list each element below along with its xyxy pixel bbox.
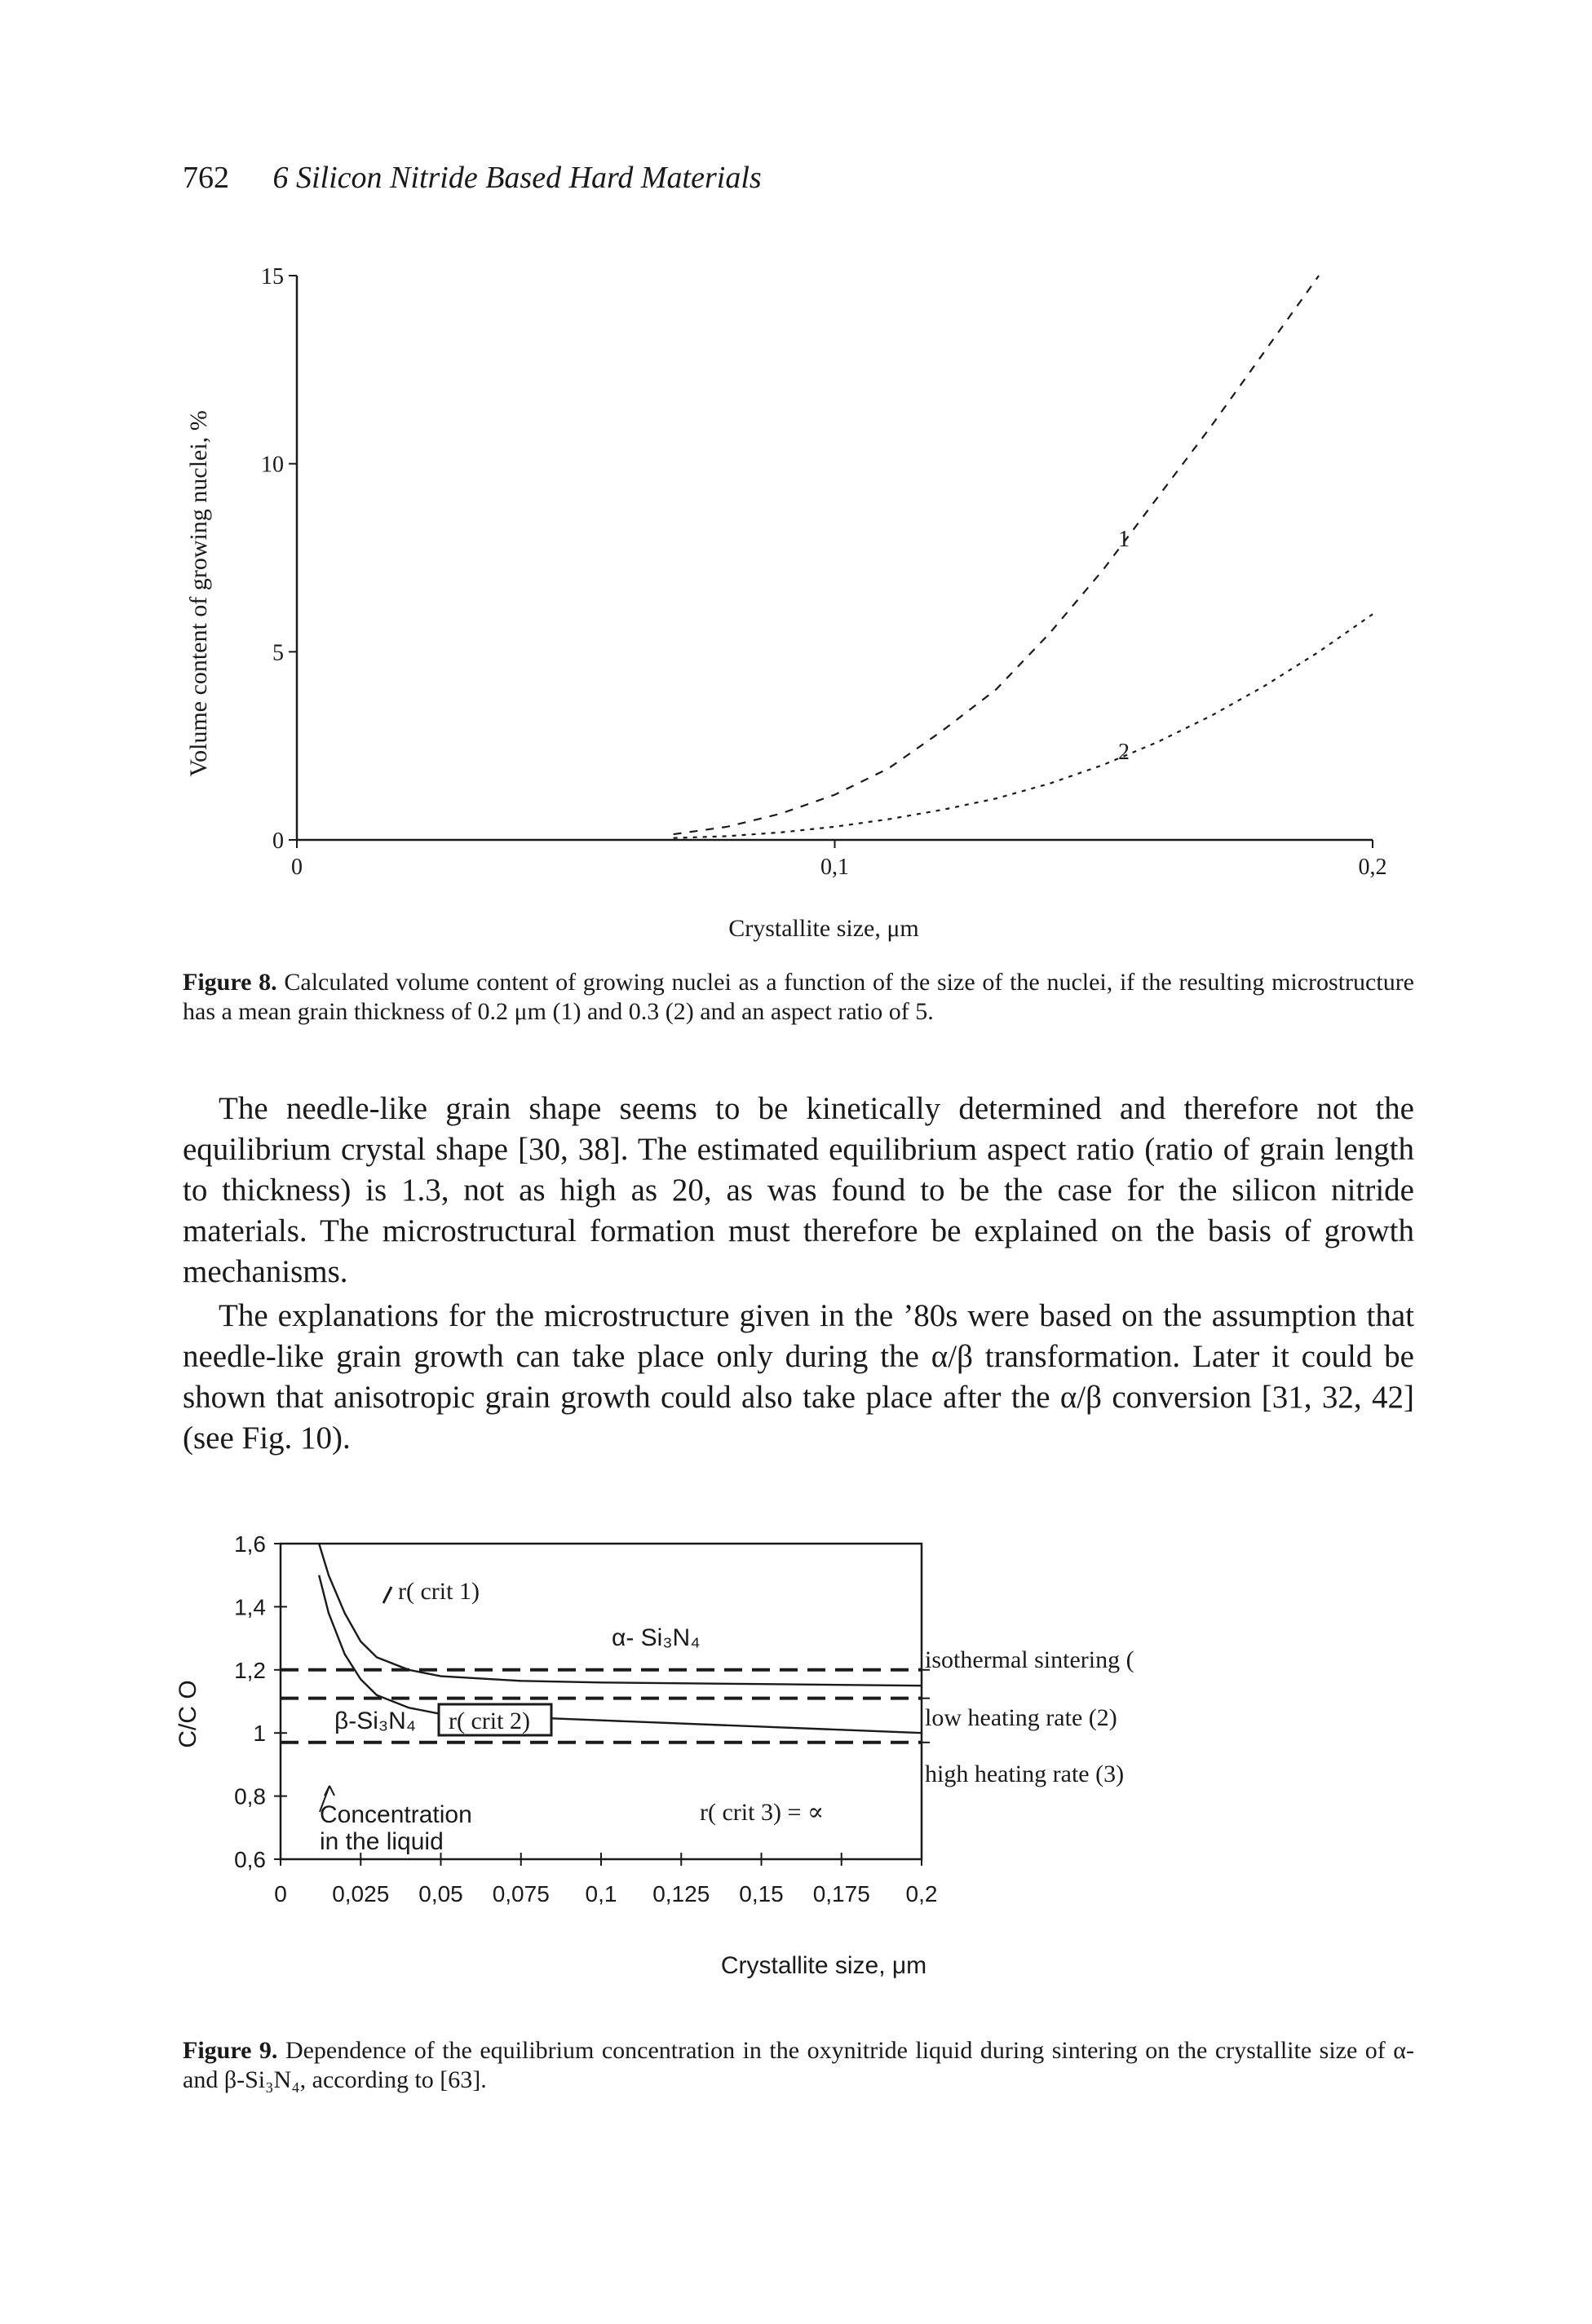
fig9-y-tick-label: 1 [253,1721,266,1746]
fig9-rcrit3-label: r( crit 3) = ∝ [700,1799,824,1826]
fig9-rcrit2-box [437,1703,553,1737]
fig9-series-line [317,1575,922,1734]
fig8-series-1-line [673,275,1320,836]
fig8-curve-2-label: 2 [1118,740,1130,765]
fig9-rcrit2-label: r( crit 2) [449,1708,530,1734]
fig9-x-tick-label: 0,1 [586,1881,617,1906]
fig8-series-2-line [673,613,1373,839]
fig8-x-tick-label: 0,1 [820,855,849,880]
fig9-beta-label: β-Si₃N₄ [334,1708,416,1734]
body-text: The needle-like grain shape seems to be … [183,1089,1414,1462]
fig9-y-tick-label: 0,8 [234,1784,266,1809]
figure-9-caption-label: Figure 9. [183,2037,278,2064]
fig9-legend-isothermal: isothermal sintering ( [925,1646,1134,1673]
fig9-x-tick-label: 0,2 [906,1881,938,1906]
fig9-alpha-label: α- Si₃N₄ [612,1624,700,1651]
fig9-x-tick-label: 0 [274,1881,287,1906]
fig8-x-axis-label: Crystallite size, μm [728,915,919,942]
fig8-y-axis-label: Volume content of growing nuclei, % [185,410,212,776]
fig9-y-tick-label: 1,6 [234,1531,266,1557]
body-paragraph: The needle-like grain shape seems to be … [183,1091,1414,1289]
fig8-x-tick-label: 0,2 [1359,855,1387,880]
fig9-x-tick-label: 0,025 [332,1881,389,1906]
figure-9-chart: 0,6 0,8 1 1,2 1,4 1,6 0 0,025 0,05 0,075 0,1 0,125 0… [175,1531,1134,1979]
fig9-concentration-label-2: in the liquid [320,1828,444,1855]
figure-8-caption-text: Calculated volume content of growing nuc… [183,969,1414,1025]
figure-8-caption-label: Figure 8. [183,969,277,996]
fig9-x-tick-label: 0,125 [652,1881,710,1906]
fig8-y-tick-label: 15 [261,264,284,289]
figure-8-caption: Figure 8. Calculated volume content of g… [183,968,1414,1027]
fig9-x-tick-label: 0,05 [418,1881,463,1906]
fig9-rcrit1-marker [382,1586,393,1604]
figure-9-caption-text: Dependence of the equilibrium concentrat… [183,2037,1415,2093]
figure-8-chart: 0 5 10 15 0 0,1 0,2 Crystallite size, μm Volum… [185,264,1387,942]
fig9-x-tick-label: 0,175 [813,1881,870,1906]
running-title: 6 Silicon Nitride Based Hard Materials [272,161,762,195]
fig9-x-tick-label: 0,15 [739,1881,784,1906]
fig8-y-tick-label: 5 [272,640,284,665]
fig9-series-line [318,1543,922,1687]
fig9-y-tick-label: 1,4 [234,1594,266,1619]
fig9-x-tick-label: 0,075 [493,1881,550,1906]
fig9-legend-low-heating: low heating rate (2) [925,1704,1117,1731]
fig8-y-tick-label: 10 [261,453,284,478]
fig9-concentration-label-1: Concentration [320,1801,472,1828]
body-paragraph: The explanations for the microstructure … [183,1298,1414,1456]
page-header: 762 6 Silicon Nitride Based Hard Materia… [183,160,762,196]
fig9-y-axis-label: C/C O [175,1680,201,1747]
fig9-rcrit1-label: r( crit 1) [398,1578,480,1605]
page-number: 762 [183,161,229,195]
fig8-x-tick-label: 0 [291,855,303,880]
figure-9-caption: Figure 9. Dependence of the equilibrium … [183,2036,1414,2095]
fig9-concentration-arrow [319,1785,335,1813]
fig8-y-tick-label: 0 [272,828,284,854]
fig9-x-axis-label: Crystallite size, μm [721,1952,926,1979]
fig9-y-tick-label: 1,2 [234,1658,266,1683]
fig9-y-tick-label: 0,6 [234,1847,266,1872]
fig9-legend-high-heating: high heating rate (3) [925,1761,1124,1787]
fig8-curve-1-label: 1 [1118,527,1130,552]
